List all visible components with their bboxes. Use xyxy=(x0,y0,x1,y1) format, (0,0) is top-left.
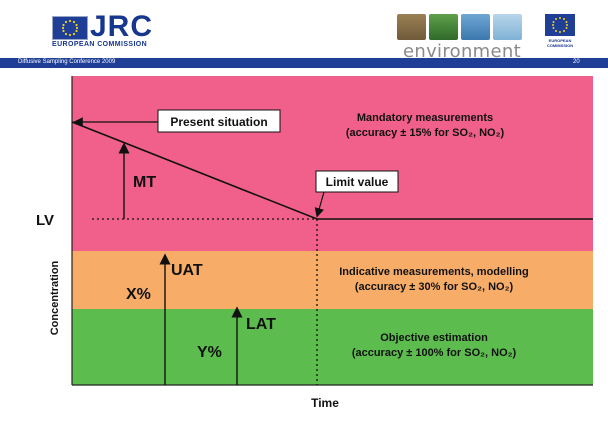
leaf-tile-icon xyxy=(429,14,458,40)
limit-value-pointer xyxy=(314,191,325,218)
eu-badge-label: EUROPEAN COMMISSION xyxy=(546,38,574,48)
assessment-regime-diagram: Present situation Limit value LV MT UAT … xyxy=(36,76,593,410)
x-axis-label: Time xyxy=(311,396,339,410)
lv-label: LV xyxy=(36,212,54,229)
slide-header: JRC EUROPEAN COMMISSION environment EURO… xyxy=(0,0,608,70)
mt-label: MT xyxy=(133,174,156,191)
environment-label: environment xyxy=(403,41,521,62)
x-percent-label: X% xyxy=(126,286,151,303)
sky-tile-icon xyxy=(493,14,522,40)
uat-label: UAT xyxy=(171,262,203,279)
european-commission-label: EUROPEAN COMMISSION xyxy=(52,41,148,48)
header-bar xyxy=(0,58,608,68)
eu-badge-icon xyxy=(545,14,575,36)
page-number: 20 xyxy=(573,59,580,65)
landscape-tile-icon xyxy=(397,14,426,40)
mandatory-zone-title: Mandatory measurements xyxy=(357,112,493,124)
water-tile-icon xyxy=(461,14,490,40)
limit-value-box xyxy=(315,170,399,193)
y-percent-label: Y% xyxy=(197,344,222,361)
eu-flag-icon xyxy=(52,16,88,40)
y-axis-label: Concentration xyxy=(49,260,61,335)
objective-zone-title: Objective estimation xyxy=(380,332,488,344)
indicative-zone-detail: (accuracy ± 30% for SO₂, NO₂) xyxy=(355,281,514,293)
jrc-logo: JRC xyxy=(90,10,154,43)
mandatory-zone xyxy=(72,76,593,251)
indicative-zone xyxy=(72,251,593,309)
objective-zone-detail: (accuracy ± 100% for SO₂, NO₂) xyxy=(352,347,517,359)
objective-zone xyxy=(72,309,593,385)
present-situation-box xyxy=(157,109,281,133)
limit-value-label: Limit value xyxy=(326,175,389,189)
lat-label: LAT xyxy=(246,316,276,333)
mandatory-zone-detail: (accuracy ± 15% for SO₂, NO₂) xyxy=(346,127,505,139)
indicative-zone-title: Indicative measurements, modelling xyxy=(339,266,529,278)
environment-photo-strip xyxy=(397,14,523,42)
present-situation-label: Present situation xyxy=(170,115,267,129)
conference-label: Diffusive Sampling Conference 2009 xyxy=(18,59,116,65)
